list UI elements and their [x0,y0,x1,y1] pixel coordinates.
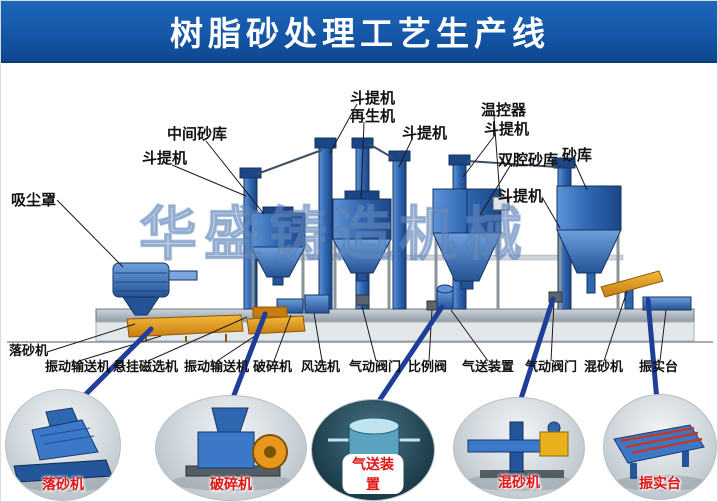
label-air-separator: 风选机 [301,360,341,375]
photo-label-compact-table: 振实台 [639,476,681,492]
label-pneumatic-valve-2: 气动阀门 [525,360,578,375]
sand-mixer-photo-art [466,421,574,491]
crusher-photo-art [172,407,292,491]
process-devices [276,270,692,314]
label-elevator-3: 斗提机 [402,124,448,142]
photo-label-shakeout: 落砂机 [42,477,84,493]
shakeout-photo-art [13,407,113,492]
label-compact-table: 振实台 [639,360,679,375]
detail-photo-air-conveyor: 气送装置 [311,399,435,501]
label-vib-conveyor-1: 振动输送机 [45,360,111,375]
label-temp-controller: 温控器 [481,101,527,119]
label-proportional-valve: 比例阀 [408,360,448,375]
label-sand-mixer: 混砂机 [584,360,624,375]
label-elevator-2: 斗提机 [350,89,396,107]
label-mid-silo: 中间砂库 [167,125,228,143]
label-double-silo: 双腔砂库 [498,151,559,169]
photo-label-crusher: 破碎机 [210,477,252,493]
label-pneumatic-valve-1: 气动阀门 [349,360,402,375]
title-bar: 树脂砂处理工艺生产线 [1,1,717,63]
label-elevator-1: 斗提机 [142,149,188,167]
label-shakeout: 落砂机 [9,344,49,359]
page-title: 树脂砂处理工艺生产线 [170,14,550,53]
photo-label-air-conveyor: 气送装置 [342,454,404,494]
detail-photo-shakeout: 落砂机 [5,389,121,501]
label-crusher: 破碎机 [253,360,293,375]
detail-photo-crusher: 破碎机 [155,395,307,501]
sand-hoppers [250,185,622,309]
label-air-conveyor: 气送装置 [462,360,515,375]
label-dust-hood: 吸尘罩 [11,191,57,209]
label-elevator-4: 斗提机 [484,120,530,138]
label-vib-conveyor-2: 振动输送机 [184,360,250,375]
callout-lines [46,103,667,362]
detail-photo-compact-table: 振实台 [603,394,717,500]
label-regenerator: 再生机 [350,107,396,125]
photo-label-sand-mixer: 混砂机 [498,475,540,491]
label-magnetic-separator: 悬挂磁选机 [113,360,179,375]
detail-photo-sand-mixer: 混砂机 [453,397,585,499]
transfer-pipes [256,143,558,175]
compact-table-photo-art [613,424,707,491]
label-silo: 砂库 [562,146,593,164]
dust-hood-unit [112,262,198,316]
label-elevator-5: 斗提机 [498,187,544,205]
